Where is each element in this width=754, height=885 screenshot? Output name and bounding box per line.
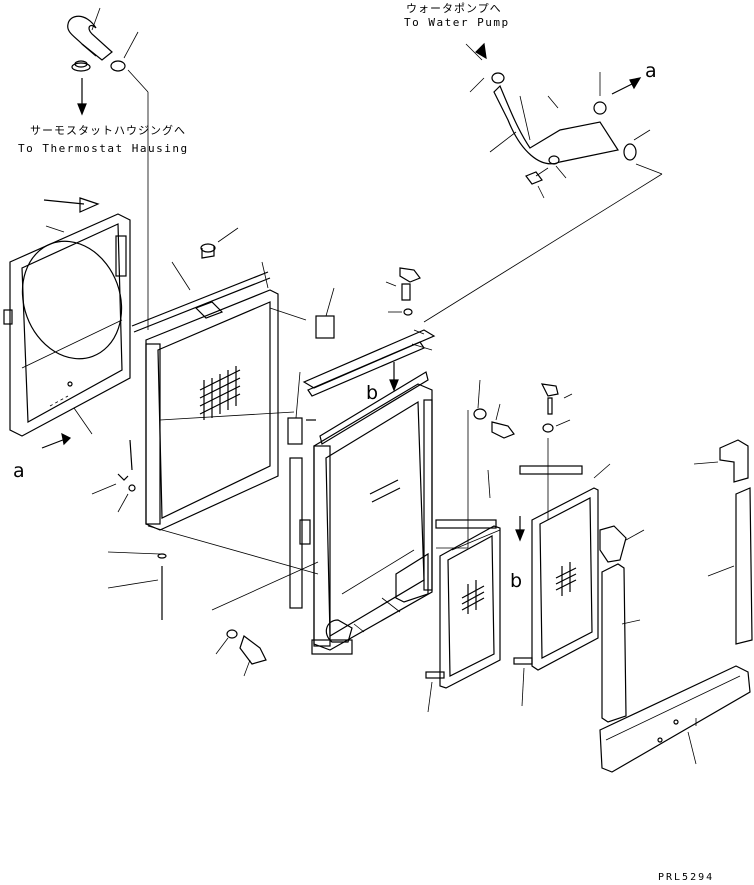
drawing-code: PRL5294 [658, 872, 715, 883]
water-pump-hose [423, 42, 663, 323]
reference-a-top: a [645, 60, 657, 82]
fan-shroud [3, 197, 131, 449]
reference-b-lower: b [510, 570, 523, 592]
seal-pieces [599, 439, 753, 773]
reference-b-upper: b [366, 382, 379, 404]
bracket-and-fastener [302, 267, 436, 397]
water-pump-label-jp: ウォータポンプへ [406, 2, 502, 15]
radiator-core [91, 227, 335, 620]
thermostat-label-jp: サーモスタットハウジングへ [30, 124, 186, 137]
side-cover-right [451, 383, 611, 707]
reference-a-left: a [13, 460, 25, 482]
side-cover-left [425, 379, 515, 713]
radiator-main [211, 371, 433, 655]
thermostat-label-en: To Thermostat Hausing [18, 142, 189, 155]
water-pump-label-en: To Water Pump [404, 16, 510, 29]
thermostat-hose [67, 7, 149, 330]
mounting-bolt [215, 629, 267, 677]
